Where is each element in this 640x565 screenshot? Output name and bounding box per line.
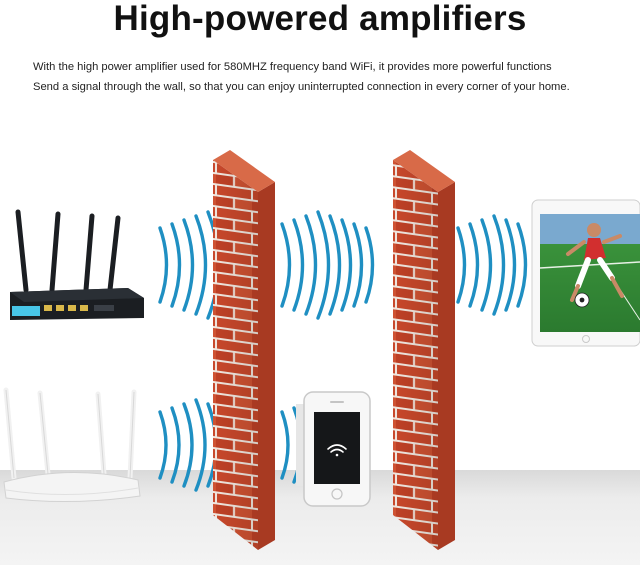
description-line-1: With the high power amplifier used for 5… [33, 61, 552, 73]
description: With the high power amplifier used for 5… [33, 57, 633, 97]
black-router-icon [10, 209, 144, 320]
soccer-ball-icon [574, 292, 590, 308]
brick-wall-right [393, 150, 455, 550]
wifi-icon [327, 444, 347, 457]
page-title: High-powered amplifiers [113, 0, 527, 38]
tablet-icon [531, 199, 640, 347]
white-router-icon [3, 387, 141, 503]
description-line-2: Send a signal through the wall, so that … [33, 81, 570, 93]
brick-wall-left [213, 150, 275, 550]
smartphone-icon [296, 391, 371, 507]
